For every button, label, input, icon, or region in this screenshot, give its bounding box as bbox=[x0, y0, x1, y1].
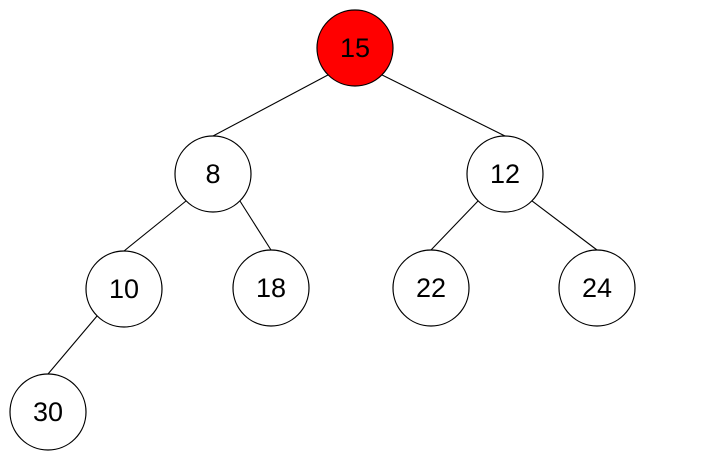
tree-node-label-18: 18 bbox=[256, 273, 286, 303]
tree-node-circle-30 bbox=[9, 373, 87, 451]
tree-node-circle-22 bbox=[392, 249, 470, 327]
tree-node-label-15: 15 bbox=[340, 33, 370, 63]
tree-node-label-30: 30 bbox=[33, 397, 63, 427]
tree-edge-12-22 bbox=[430, 200, 479, 251]
tree-node-label-8: 8 bbox=[205, 159, 220, 189]
tree-edge-10-30 bbox=[47, 315, 98, 375]
tree-edge-8-18 bbox=[239, 200, 272, 251]
tree-node-label-22: 22 bbox=[416, 273, 446, 303]
tree-edge-15-12 bbox=[381, 74, 506, 137]
tree-node-label-12: 12 bbox=[490, 159, 520, 189]
tree-edge-12-24 bbox=[531, 200, 598, 251]
tree-node-circle-18 bbox=[232, 249, 310, 327]
tree-node-label-24: 24 bbox=[582, 273, 612, 303]
tree-edge-15-8 bbox=[212, 74, 329, 137]
tree-node-circle-12 bbox=[466, 135, 544, 213]
tree-node-circle-15 bbox=[316, 9, 394, 87]
tree-node-circle-8 bbox=[174, 135, 252, 213]
tree-node-label-10: 10 bbox=[109, 274, 139, 304]
tree-node-circle-10 bbox=[85, 250, 163, 328]
tree-node-circle-24 bbox=[558, 249, 636, 327]
tree-edge-8-10 bbox=[123, 200, 187, 252]
